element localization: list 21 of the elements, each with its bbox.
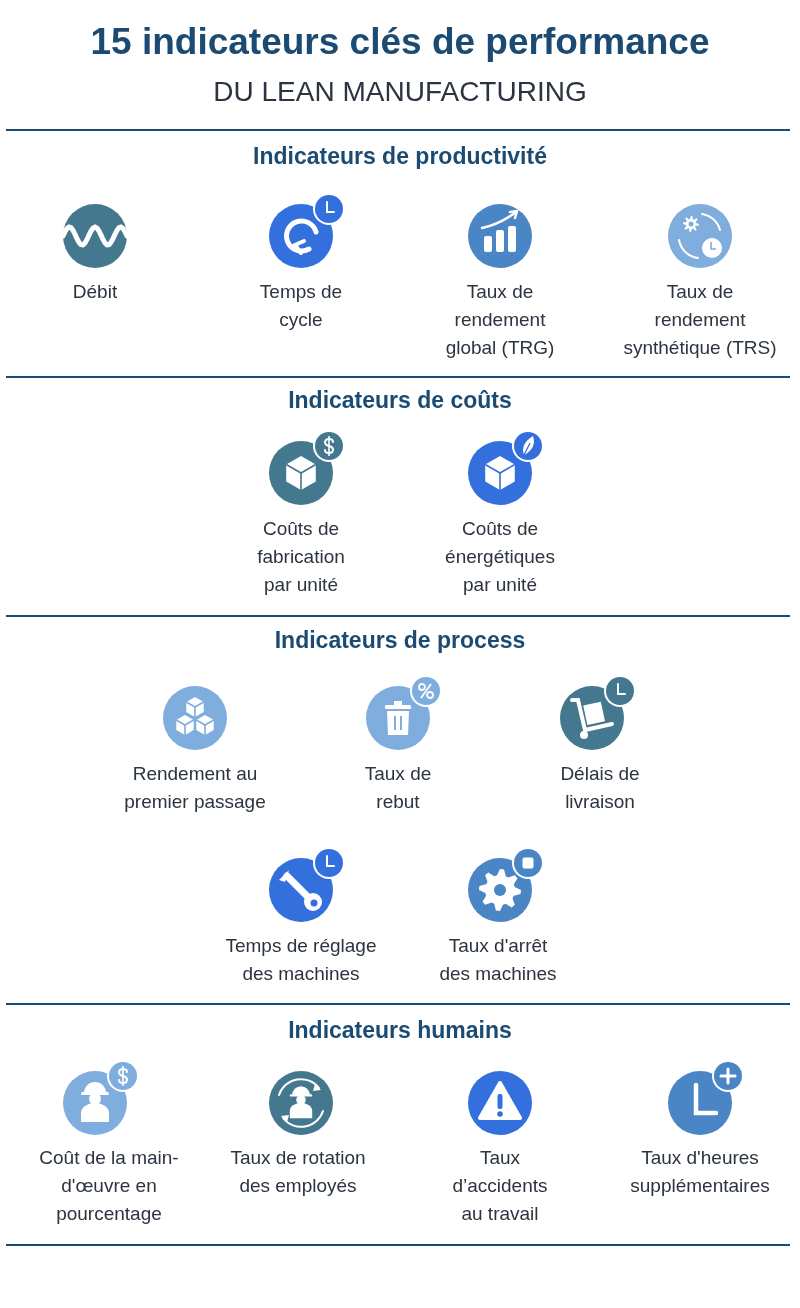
section-heading: Indicateurs de productivité — [252, 142, 548, 171]
indicator-label: Temps de réglage des machines — [224, 934, 378, 986]
indicator-label: Coûts de fabrication par unité — [256, 517, 346, 597]
indicator-label: Taux d'arrêt des machines — [438, 934, 558, 986]
section-heading: Indicateurs humains — [287, 1016, 513, 1045]
indicator-label: Coûts de énergétiques par unité — [444, 517, 556, 597]
indicator-label: Taux d’accidents au travail — [451, 1146, 549, 1226]
subtitle: DU LEAN MANUFACTURING — [212, 75, 588, 109]
section-heading: Indicateurs de coûts — [287, 386, 513, 415]
indicator-label: Temps de cycle — [258, 280, 344, 332]
indicator-label: Débit — [71, 280, 119, 304]
title: 15 indicateurs clés de performance — [89, 20, 711, 64]
indicator-label: Taux d'heures supplémentaires — [629, 1146, 771, 1198]
indicator-label: Taux de rendement global (TRG) — [444, 280, 556, 360]
indicator-label: Taux de rebut — [363, 762, 433, 814]
indicator-label: Rendement au premier passage — [123, 762, 267, 814]
indicator-label: Taux de rotation des employés — [229, 1146, 367, 1198]
indicator-label: Délais de livraison — [559, 762, 641, 814]
indicator-label: Coût de la main-d'œuvre en pourcentage — [39, 1146, 179, 1226]
indicator-label: Taux de rendement synthétique (TRS) — [622, 280, 778, 360]
section-heading: Indicateurs de process — [273, 626, 527, 655]
